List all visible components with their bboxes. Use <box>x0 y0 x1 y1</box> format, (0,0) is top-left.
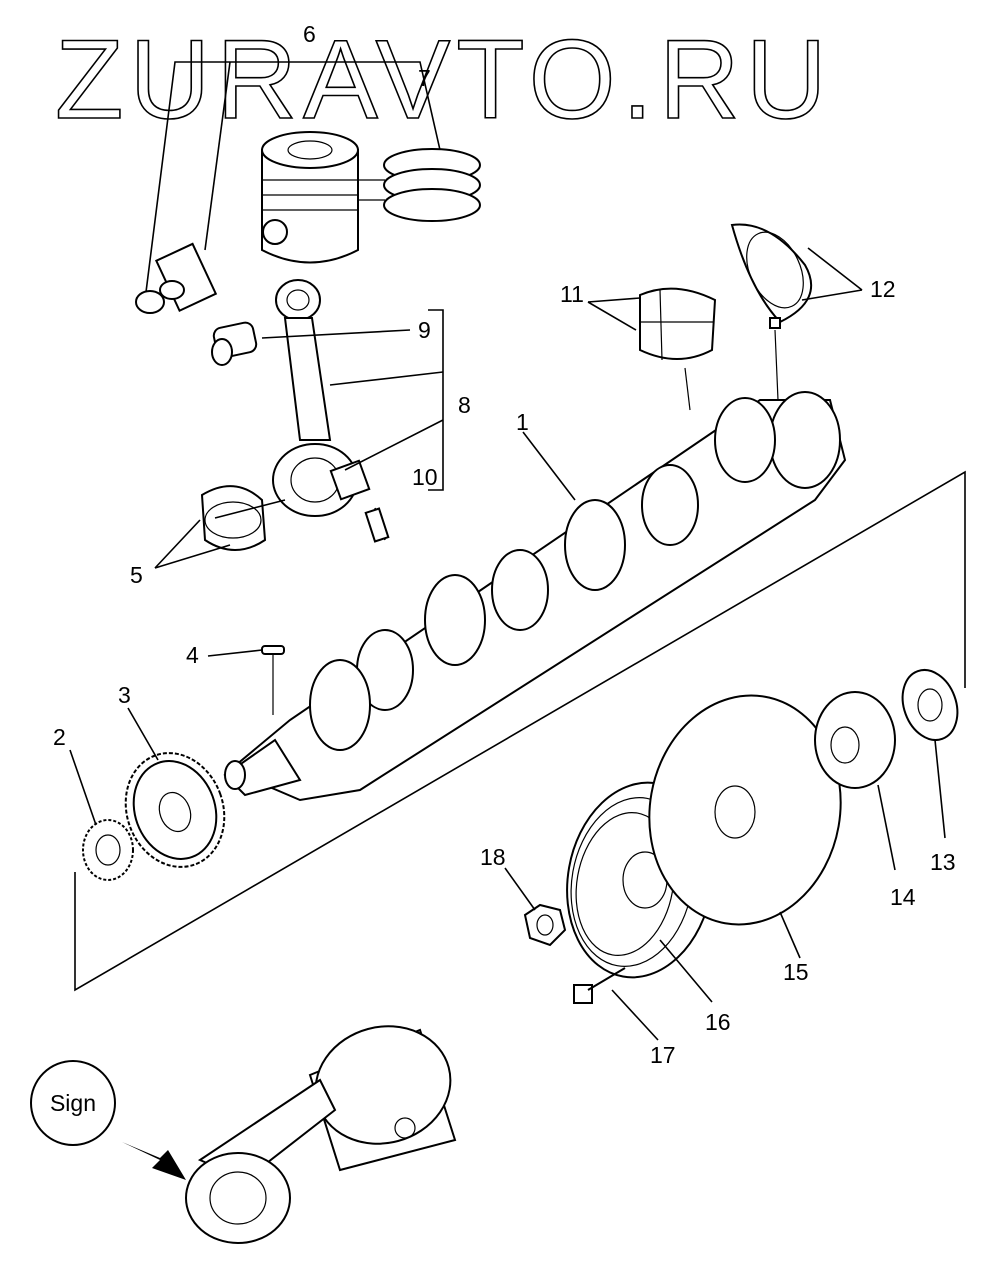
big-end-bearing <box>200 485 286 551</box>
sign-badge <box>30 1060 116 1146</box>
crankshaft <box>223 391 847 802</box>
rod-bolt <box>364 507 390 543</box>
callout-1: 1 <box>516 409 529 435</box>
callout-8: 8 <box>458 392 471 418</box>
callout-5: 5 <box>130 562 143 588</box>
callout-13: 13 <box>930 849 956 875</box>
bracket-8 <box>428 309 444 491</box>
callout-4: 4 <box>186 642 199 668</box>
callout-16: 16 <box>705 1009 731 1035</box>
callout-17: 17 <box>650 1042 676 1068</box>
sign-label: Sign <box>50 1090 96 1116</box>
crank-nut <box>523 903 567 947</box>
callout-10: 10 <box>412 464 438 490</box>
group-frame <box>74 470 966 992</box>
piston-pin-group <box>135 61 441 314</box>
callout-7: 7 <box>418 65 431 91</box>
vibration-damper <box>648 694 842 926</box>
callout-12: 12 <box>870 276 896 302</box>
callout-15: 15 <box>783 959 809 985</box>
thrust-washers <box>730 223 813 329</box>
arrow-icon <box>122 1142 186 1180</box>
sign-inset: Sign <box>30 1025 457 1244</box>
watermark-text: ZURAVTO.RU <box>55 17 833 142</box>
callout-18: 18 <box>480 844 506 870</box>
callout-14: 14 <box>890 884 916 910</box>
crank-gear <box>124 752 226 868</box>
callout-6: 6 <box>303 21 316 47</box>
small-gear <box>82 819 134 881</box>
callout-2: 2 <box>53 724 66 750</box>
callout-9: 9 <box>418 317 431 343</box>
piston <box>261 131 359 264</box>
crank-hub <box>814 691 896 789</box>
callout-11: 11 <box>560 281 584 307</box>
pulley-bolt <box>573 967 626 1004</box>
woodruff-key <box>261 645 285 715</box>
callout-3: 3 <box>118 682 131 708</box>
seal-washer <box>901 669 959 741</box>
main-bearing-shells <box>639 287 717 361</box>
piston-rings <box>358 148 481 222</box>
connecting-rod <box>211 279 371 517</box>
